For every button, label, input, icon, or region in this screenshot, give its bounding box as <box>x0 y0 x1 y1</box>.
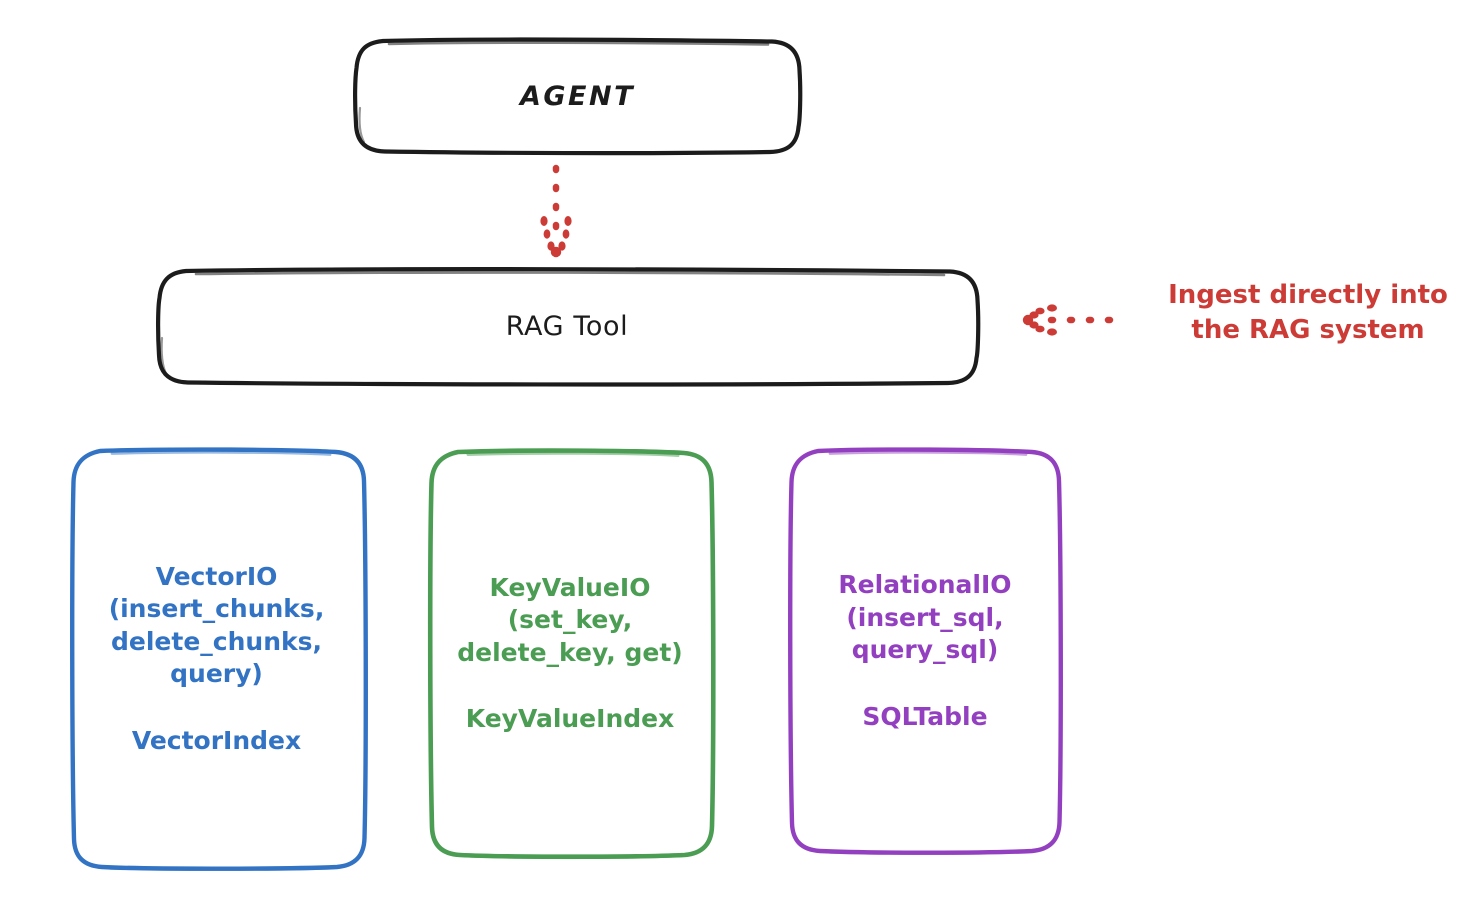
ingest-annotation-label: Ingest directly into the RAG system <box>1168 280 1448 346</box>
agent-label: AGENT <box>519 80 635 112</box>
vector-io-methods-label: VectorIO (insert_chunks, delete_chunks, … <box>108 561 325 689</box>
ingest-to-rag-tool-connector <box>1022 304 1130 336</box>
relational-io-methods-label: RelationalIO (insert_sql, query_sql) <box>838 570 1012 664</box>
relational-io-node[interactable]: RelationalIO (insert_sql, query_sql) SQL… <box>790 450 1060 852</box>
vector-io-node[interactable]: VectorIO (insert_chunks, delete_chunks, … <box>68 450 365 868</box>
key-value-io-methods-label: KeyValueIO (set_key, delete_key, get) <box>457 572 683 667</box>
agent-node[interactable]: AGENT <box>355 40 800 153</box>
rag-tool-node[interactable]: RAG Tool <box>156 270 978 383</box>
arrowhead-down-icon <box>540 216 572 258</box>
agent-to-rag-tool-connector <box>540 164 572 258</box>
key-value-index-label: KeyValueIndex <box>465 704 675 733</box>
rag-tool-label: RAG Tool <box>505 310 629 342</box>
sql-table-label: SQLTable <box>862 701 988 731</box>
vector-index-label: VectorIndex <box>131 725 302 755</box>
key-value-io-node[interactable]: KeyValueIO (set_key, delete_key, get) Ke… <box>428 451 712 856</box>
arrowhead-left-icon <box>1022 304 1057 336</box>
